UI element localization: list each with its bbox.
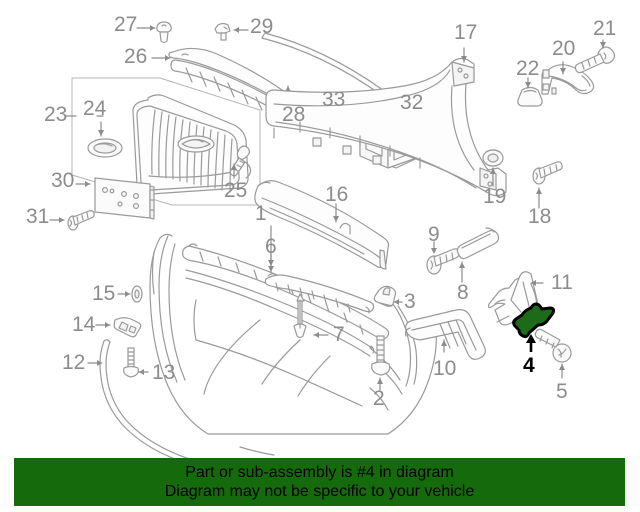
callout-label-2[interactable]: 2 — [373, 387, 385, 410]
callout-label-23[interactable]: 23 — [44, 103, 68, 126]
part-bracket-no-4-highlight — [512, 302, 556, 339]
callout-label-15[interactable]: 15 — [92, 282, 116, 305]
notice-line-1: Part or sub-assembly is #4 in diagram — [185, 464, 454, 481]
part-radiator-grille — [132, 94, 252, 195]
callout-label-12[interactable]: 12 — [62, 351, 86, 374]
callout-label-32[interactable]: 32 — [400, 91, 424, 114]
part-bumper-reinforcement-beam — [265, 57, 507, 197]
callout-label-14[interactable]: 14 — [72, 313, 96, 336]
part-license-plate-bracket — [94, 177, 155, 220]
callout-label-8[interactable]: 8 — [457, 281, 469, 304]
part-bumper-cover-screw — [371, 335, 391, 376]
callout-label-4[interactable]: 4 — [523, 354, 535, 377]
callout-label-24[interactable]: 24 — [83, 97, 107, 120]
callout-label-33[interactable]: 33 — [322, 88, 346, 111]
part-upper-filler-trim — [264, 273, 375, 314]
part-side-clip-bracket — [113, 317, 142, 338]
part-bracket-screw — [534, 328, 572, 363]
part-long-pin-clip — [293, 293, 307, 339]
callout-label-16[interactable]: 16 — [325, 183, 349, 206]
part-bracket-bolt — [574, 46, 616, 74]
part-seal-clip — [214, 22, 231, 41]
callout-label-7[interactable]: 7 — [333, 323, 345, 346]
notice-line-2: Diagram may not be specific to your vehi… — [164, 483, 475, 500]
callout-label-30[interactable]: 30 — [51, 169, 75, 192]
part-flange-bolt — [426, 248, 460, 275]
part-grommet — [131, 285, 143, 303]
callout-label-17[interactable]: 17 — [454, 21, 478, 44]
callout-label-26[interactable]: 26 — [124, 45, 148, 68]
part-side-bracket-guide — [404, 309, 486, 360]
callout-label-9[interactable]: 9 — [428, 223, 440, 246]
callout-pointer-4 — [526, 334, 536, 352]
callout-label-10[interactable]: 10 — [433, 357, 457, 380]
callout-label-25[interactable]: 25 — [224, 179, 248, 202]
part-upper-air-dam-trim — [182, 243, 390, 354]
part-reinforcement-bolt — [532, 161, 563, 185]
callout-label-3[interactable]: 3 — [404, 290, 416, 313]
part-retainer-clip — [373, 285, 397, 307]
callout-label-31[interactable]: 31 — [26, 205, 50, 228]
callout-label-29[interactable]: 29 — [250, 15, 274, 38]
callout-label-27[interactable]: 27 — [114, 13, 138, 36]
callout-label-5[interactable]: 5 — [556, 380, 568, 403]
part-push-pin-clip — [156, 21, 172, 44]
callout-label-21[interactable]: 21 — [593, 17, 617, 40]
part-front-bumper-cover — [149, 233, 437, 435]
part-side-spacer — [456, 227, 500, 260]
part-flange-nut — [482, 149, 504, 167]
callout-label-1[interactable]: 1 — [255, 202, 267, 225]
part-grille-emblem-grommet — [87, 138, 123, 158]
notice-banner: Part or sub-assembly is #4 in diagram Di… — [14, 458, 625, 506]
callout-label-13[interactable]: 13 — [152, 361, 176, 384]
callout-label-19[interactable]: 19 — [483, 185, 507, 208]
callout-label-22[interactable]: 22 — [516, 57, 540, 80]
callout-label-20[interactable]: 20 — [552, 37, 576, 60]
part-spoiler-screw — [123, 347, 139, 378]
part-upper-bumper-rail — [254, 180, 390, 270]
callout-label-6[interactable]: 6 — [265, 235, 277, 258]
part-plate-bracket-screw — [67, 210, 95, 231]
part-absorber-pad — [517, 86, 543, 107]
callout-label-18[interactable]: 18 — [528, 205, 552, 228]
callout-label-11[interactable]: 11 — [551, 271, 573, 294]
callout-label-28[interactable]: 28 — [282, 103, 306, 126]
